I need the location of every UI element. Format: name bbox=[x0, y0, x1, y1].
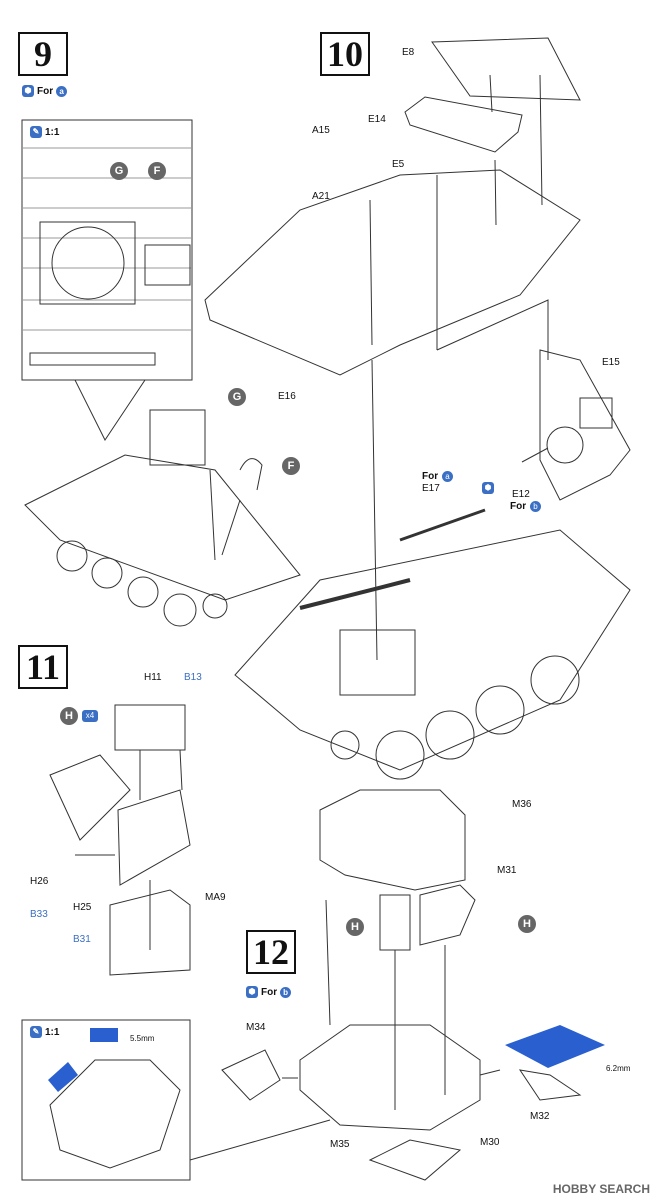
callout-h: H bbox=[346, 918, 364, 936]
step-number-9: 9 bbox=[18, 32, 68, 76]
part-m36: M36 bbox=[512, 799, 532, 810]
scale-note-9: ✎ 1:1 bbox=[30, 126, 59, 138]
version-a-icon: a bbox=[442, 471, 453, 482]
part-h25: H25 bbox=[73, 902, 92, 913]
version-b-icon: b bbox=[280, 986, 292, 998]
brush-icon: ✎ bbox=[30, 1026, 42, 1038]
step-number-10: 10 bbox=[320, 32, 370, 76]
for-label: For bbox=[422, 471, 439, 482]
kit-option-icon: ⬢ bbox=[482, 482, 494, 494]
version-b-icon: b bbox=[530, 501, 541, 512]
for-text: For bbox=[261, 986, 278, 998]
callout-h: H bbox=[60, 707, 78, 725]
part-m31: M31 bbox=[497, 865, 517, 876]
scale-text: 1:1 bbox=[45, 1026, 60, 1038]
part-e5: E5 bbox=[392, 159, 405, 170]
part-e12: E12 bbox=[512, 489, 530, 500]
callout-f: F bbox=[148, 162, 166, 180]
part-m34: M34 bbox=[246, 1022, 266, 1033]
part-e14: E14 bbox=[368, 114, 386, 125]
callout-f: F bbox=[282, 457, 300, 475]
for-label: For bbox=[510, 501, 527, 512]
callout-h: H bbox=[518, 915, 536, 933]
part-e8: E8 bbox=[402, 47, 415, 58]
part-e16: E16 bbox=[278, 391, 296, 402]
scale-note-11: ✎ 1:1 bbox=[30, 1026, 59, 1038]
scale-text: 1:1 bbox=[45, 126, 60, 138]
part-b33: B33 bbox=[30, 909, 48, 920]
kit-option-icon: ⬢ bbox=[22, 85, 34, 97]
step-number-11: 11 bbox=[18, 645, 68, 689]
step9-version-note: ⬢ For a bbox=[22, 85, 68, 97]
part-e17: E17 bbox=[422, 483, 440, 494]
part-a15: A15 bbox=[312, 125, 330, 136]
part-e15: E15 bbox=[602, 357, 620, 368]
dimension-6-2mm: 6.2mm bbox=[606, 1064, 631, 1073]
part-b13: B13 bbox=[184, 672, 202, 683]
part-m35: M35 bbox=[330, 1139, 350, 1150]
callout-g: G bbox=[228, 388, 246, 406]
dimension-5-5mm: 5.5mm bbox=[130, 1034, 155, 1043]
quantity-badge: x4 bbox=[82, 710, 98, 722]
kit-option-icon: ⬢ bbox=[246, 986, 258, 998]
part-b31: B31 bbox=[73, 934, 91, 945]
part-h11: H11 bbox=[144, 672, 162, 683]
part-h26: H26 bbox=[30, 876, 49, 887]
step-number-12: 12 bbox=[246, 930, 296, 974]
part-m30: M30 bbox=[480, 1137, 500, 1148]
step12-version-note: ⬢ For b bbox=[246, 986, 292, 998]
callout-g: G bbox=[110, 162, 128, 180]
for-text: For bbox=[37, 85, 54, 97]
part-m32: M32 bbox=[530, 1111, 550, 1122]
part-ma9: MA9 bbox=[205, 892, 226, 903]
version-a-icon: a bbox=[56, 85, 68, 97]
part-a21: A21 bbox=[312, 191, 330, 202]
watermark: HOBBY SEARCH bbox=[552, 1182, 650, 1196]
brush-icon: ✎ bbox=[30, 126, 42, 138]
